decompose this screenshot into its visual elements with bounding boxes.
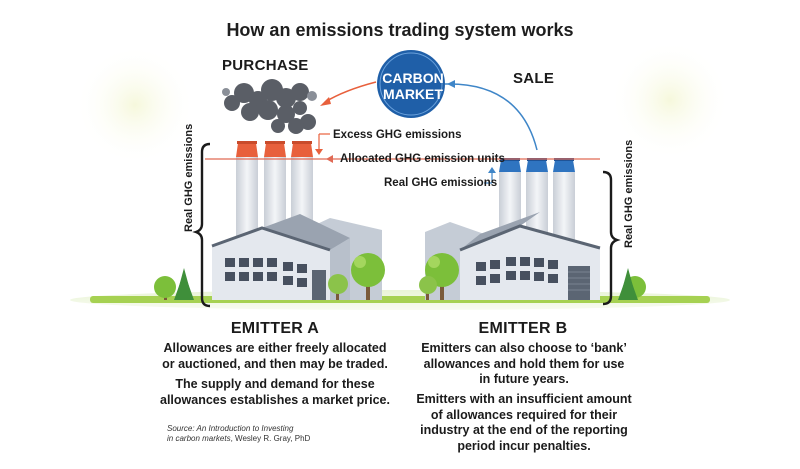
- emitter-a-paragraph-2: The supply and demand for these allowanc…: [150, 377, 400, 408]
- factory-a-icon: [211, 141, 382, 300]
- emitter-b-p1-line3: in future years.: [479, 372, 569, 386]
- emitter-b-p2-line3: industry at the end of the reporting: [420, 423, 628, 437]
- bracket-left-icon: [192, 142, 211, 308]
- emitter-b-p1-line2: allowances and hold them for use: [423, 356, 625, 371]
- source-line2-italic: in carbon markets: [167, 434, 231, 443]
- smoke-cloud-icon: [222, 79, 317, 134]
- source-line2-rest: , Wesley R. Gray, PhD: [230, 434, 311, 443]
- carbon-market-label: CARBON MARKET: [366, 70, 460, 102]
- sun-glow-left: [75, 45, 195, 165]
- sale-arrow-icon: [444, 83, 538, 151]
- carbon-market-line1: CARBON: [382, 70, 444, 86]
- emitter-a-p2-line2: allowances establishes a market price.: [160, 392, 390, 407]
- allocated-units-label: Allocated GHG emission units: [340, 153, 505, 165]
- carbon-market-line2: MARKET: [383, 86, 443, 102]
- emitter-a-p1-line2: or auctioned, and then may be traded.: [162, 356, 388, 371]
- source-citation: Source: An Introduction to Investing in …: [167, 424, 310, 444]
- emitter-a-p2-line1: The supply and demand for these: [175, 377, 375, 391]
- sale-label: SALE: [513, 70, 555, 87]
- diagram-title: How an emissions trading system works: [226, 20, 574, 40]
- factory-b-icon: [425, 158, 601, 300]
- carbon-market-circle: [377, 50, 445, 118]
- stack-cap-icon: [236, 143, 258, 157]
- sun-glow-right: [610, 40, 730, 160]
- purchase-label: PURCHASE: [222, 57, 309, 74]
- pine-tree-icon: [174, 268, 638, 300]
- real-emissions-label: Real GHG emissions: [384, 177, 498, 189]
- real-emissions-vertical-right: Real GHG emissions: [623, 139, 635, 248]
- bracket-right-icon: [602, 170, 621, 306]
- real-emissions-vertical-left: Real GHG emissions: [183, 123, 195, 232]
- emitter-a-p1-line1: Allowances are either freely allocated: [163, 341, 387, 355]
- emitter-b-p2-line2: of allowances required for their: [430, 407, 618, 422]
- emitter-b-paragraph-2: Emitters with an insufficient amount of …: [408, 392, 640, 454]
- emitter-b-p2-line4: period incur penalties.: [457, 438, 591, 453]
- emitter-b-p2-line1: Emitters with an insufficient amount: [416, 392, 632, 406]
- excess-emissions-label: Excess GHG emissions: [333, 129, 462, 141]
- emitter-a-paragraph-1: Allowances are either freely allocated o…: [150, 341, 400, 372]
- emitter-b-heading: EMITTER B: [478, 320, 568, 337]
- emitter-b-paragraph-1: Emitters can also choose to ‘bank’ allow…: [408, 341, 640, 388]
- source-line1: Source: An Introduction to Investing: [167, 424, 294, 433]
- emitter-b-p1-line1: Emitters can also choose to ‘bank’: [421, 341, 627, 355]
- emitter-a-heading: EMITTER A: [230, 320, 320, 337]
